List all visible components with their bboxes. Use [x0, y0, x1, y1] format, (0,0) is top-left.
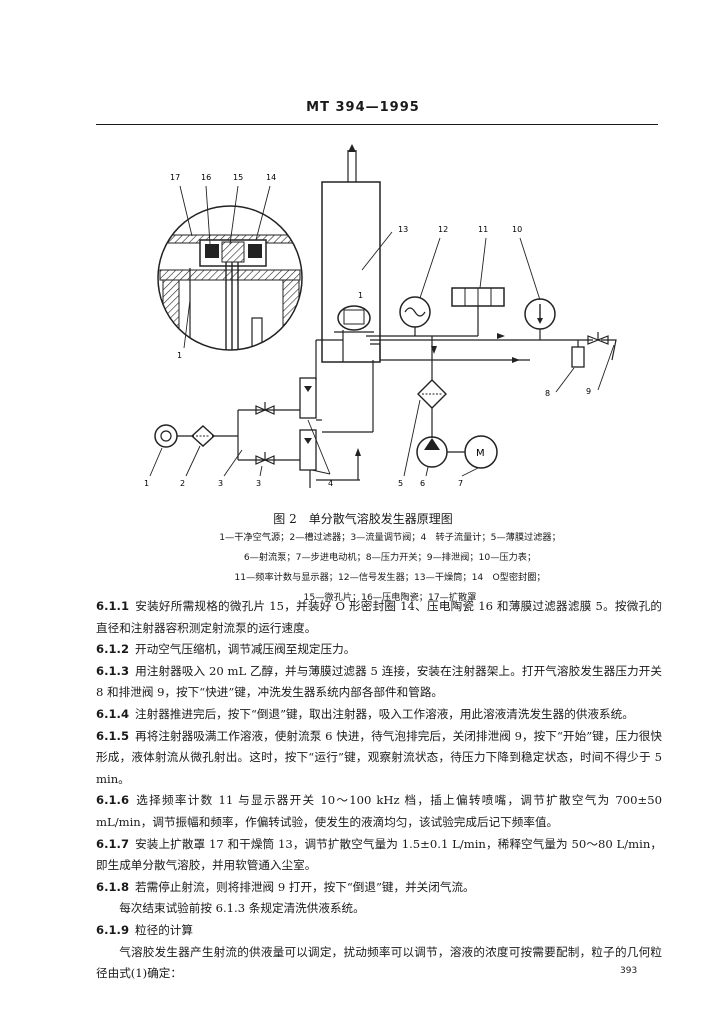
section-number: 6.1.5 — [96, 728, 130, 743]
rotameter-lower — [299, 429, 317, 471]
section-number: 6.1.6 — [96, 793, 130, 808]
label-3b: 3 — [256, 479, 261, 488]
label-1: 1 — [144, 479, 149, 488]
section-text: 粒径的计算 — [135, 922, 193, 937]
flow-valve-lower — [255, 452, 275, 465]
label-17: 17 — [170, 173, 180, 182]
rotameter-upper — [299, 377, 317, 419]
section-number: 6.1.7 — [96, 836, 130, 851]
section-number: 6.1.8 — [96, 879, 130, 894]
section-number: 6.1.3 — [96, 663, 130, 678]
section-number: 6.1.2 — [96, 642, 130, 657]
stepper-motor: M 7 — [458, 435, 498, 488]
section-text: 开动空气压缩机，调节减压阀至规定压力。 — [135, 642, 356, 657]
section-text: 安装上扩散罩 17 和干燥筒 13，调节扩散空气量为 1.5±0.1 L/min… — [96, 836, 662, 873]
generator-head: 1 — [334, 291, 374, 333]
section-number: 6.1.4 — [96, 706, 130, 721]
section-text: 若需停止射流，则将排泄阀 9 打开，按下“倒退”键，并关闭气流。 — [135, 879, 475, 894]
label-8: 8 — [545, 389, 550, 398]
section-text: 安装好所需规格的微孔片 15，并装好 O 形密封圈 14、压电陶瓷 16 和薄膜… — [96, 599, 662, 635]
label-5: 5 — [398, 479, 403, 488]
label-13: 13 — [398, 225, 408, 234]
legend-line: 11—频率计数与显示器；12—信号发生器；13—干燥筒；14 O型密封圈； — [234, 572, 546, 583]
label-7: 7 — [458, 479, 463, 488]
section-number: 6.1.1 — [96, 599, 130, 613]
header-rule — [96, 124, 658, 125]
section-text: 用注射器吸入 20 mL 乙醇，并与薄膜过滤器 5 连接，安装在注射器架上。打开… — [96, 663, 662, 700]
piping — [212, 330, 617, 488]
pressure-gauge: 10 — [512, 225, 556, 340]
clean-air-source: 1 — [144, 424, 194, 488]
drying-tube: 13 — [321, 144, 408, 363]
motor-symbol: M — [476, 448, 485, 459]
label-10: 10 — [512, 225, 522, 234]
figure-caption: 图 2 单分散气溶胶发生器原理图 — [273, 512, 453, 526]
label-6: 6 — [420, 479, 425, 488]
membrane-filter: 5 — [398, 379, 447, 488]
figure-legend: 1—干净空气源；2—槽过滤器；3—流量调节阀；4 转子流量计；5—薄膜过滤器； … — [170, 528, 610, 608]
section-text: 每次结束试验前按 6.1.3 条规定清洗供液系统。 — [119, 901, 365, 916]
pressure-switch: 8 — [545, 340, 585, 398]
page-header: MT 394—1995 — [306, 100, 420, 115]
section-paragraph: 6.1.2 开动空气压缩机，调节减压阀至规定压力。 — [96, 639, 662, 661]
section-text: 选择频率计数 11 与显示器开关 10～100 kHz 档，插上偏转喷嘴，调节扩… — [96, 793, 662, 829]
flow-valve-upper — [255, 402, 275, 415]
label-2: 2 — [180, 479, 185, 488]
legend-line: 6—射流泵；7—步进电动机；8—压力开关；9—排泄阀；10—压力表； — [243, 552, 537, 563]
label-4: 4 — [328, 479, 333, 488]
section-paragraph: 6.1.9 粒径的计算 — [96, 920, 662, 942]
section-text: 气溶胶发生器产生射流的供液量可以调定，扰动频率可以调节，溶液的浓度可按需要配制，… — [96, 944, 662, 981]
section-number: 6.1.9 — [96, 922, 130, 937]
page-number: 393 — [620, 966, 638, 976]
label-3a: 3 — [218, 479, 223, 488]
label-11: 11 — [478, 225, 488, 234]
jet-pump: 6 — [416, 436, 465, 488]
legend-line: 1—干净空气源；2—槽过滤器；3—流量调节阀；4 转子流量计；5—薄膜过滤器； — [219, 532, 561, 543]
signal-generator: 12 — [399, 225, 448, 336]
label-14: 14 — [266, 173, 276, 182]
section-paragraph: 6.1.4 注射器推进完后，按下“倒退”键，取出注射器，吸入工作溶液，用此溶液清洗… — [96, 704, 662, 726]
section-paragraph: 6.1.8 若需停止射流，则将排泄阀 9 打开，按下“倒退”键，并关闭气流。 — [96, 877, 662, 899]
label-head-1: 1 — [358, 291, 363, 300]
label-16: 16 — [201, 173, 211, 182]
section-text: 注射器推进完后，按下“倒退”键，取出注射器，吸入工作溶液，用此溶液清洗发生器的供… — [135, 706, 634, 721]
label-9: 9 — [586, 387, 591, 396]
section-text: 再将注射器吸满工作溶液，使射流泵 6 快进，待气泡排完后，关闭排泄阀 9，按下“… — [96, 728, 662, 786]
label-detail-1: 1 — [177, 351, 182, 360]
nozzle-detail-view: 17 16 15 14 1 — [157, 173, 303, 360]
label-15: 15 — [233, 173, 243, 182]
section-paragraph: 每次结束试验前按 6.1.3 条规定清洗供液系统。 — [96, 898, 662, 920]
drain-valve: 9 — [586, 332, 615, 396]
legend-line: 15—微孔片；16—压电陶瓷；17—扩散罩 — [303, 592, 477, 603]
frequency-counter-display: 11 — [451, 225, 505, 336]
section-paragraph: 气溶胶发生器产生射流的供液量可以调定，扰动频率可以调节，溶液的浓度可按需要配制，… — [96, 942, 662, 985]
label-12: 12 — [438, 225, 448, 234]
groove-filter: 2 — [180, 425, 216, 488]
